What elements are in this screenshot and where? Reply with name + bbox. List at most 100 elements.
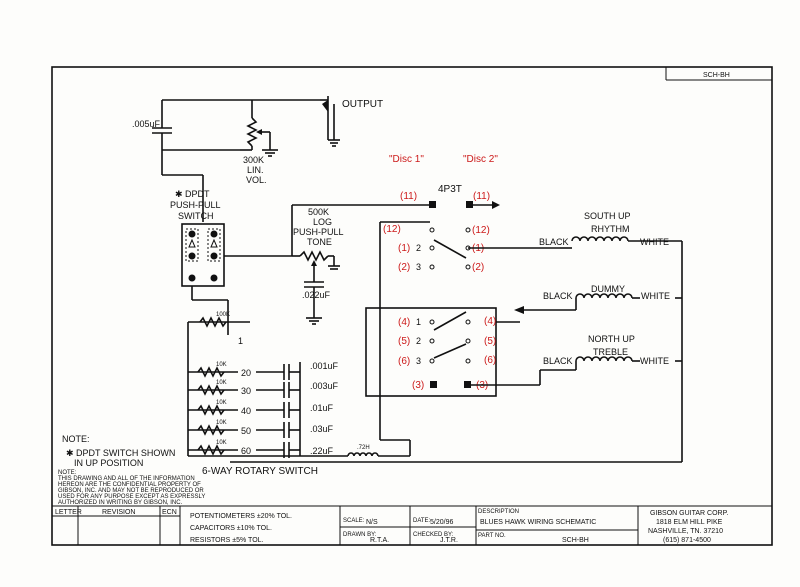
date-value: 5/20/96 — [430, 519, 453, 526]
note-title: NOTE: — [62, 434, 90, 444]
right-num-12: (12) — [472, 225, 490, 236]
dummy-black-label: BLACK — [543, 291, 573, 301]
rotary-row-3: 10K 40 .01uF — [188, 400, 334, 418]
letter-header: LETTER — [55, 509, 82, 516]
four-pole-switch: 4P3T "Disc 1" "Disc 2" (11) (11) (12) (1… — [365, 154, 560, 456]
right-num-4: (4) — [484, 316, 496, 327]
dpdt-label-3: SWITCH — [178, 211, 214, 221]
rotary-switch-label: 6-WAY ROTARY SWITCH — [202, 466, 318, 477]
left-num-12: (12) — [383, 224, 401, 235]
legal-line5: USED FOR ANY PURPOSE EXCEPT AS EXPRESSLY — [58, 494, 205, 500]
north-up-label: NORTH UP — [588, 334, 635, 344]
dummy-white-label: WHITE — [641, 291, 670, 301]
left-num-5: (5) — [398, 336, 410, 347]
output-label: OUTPUT — [342, 99, 383, 110]
left-num-3: (3) — [412, 380, 424, 391]
left-num-2: (2) — [398, 262, 410, 273]
tone-value: 500K — [308, 207, 329, 217]
rotary-cap-1: .001uF — [310, 361, 339, 371]
rotary-row-1: 10K 20 .001uF — [188, 361, 339, 380]
rotary-pos-20: 20 — [241, 368, 251, 378]
company-name: GIBSON GUITAR CORP. — [650, 510, 728, 517]
volume-pot — [246, 117, 258, 147]
scale-label: SCALE: — [343, 518, 365, 524]
cap-005-label: .005uF — [132, 119, 161, 129]
volume-section: .005uF 300K LIN. VOL. OUTPUT — [132, 96, 383, 222]
inductor-coil — [347, 452, 379, 457]
tol-capacitors: CAPACITORS ±10% TOL. — [190, 525, 272, 532]
rhythm-label: RHYTHM — [591, 224, 630, 234]
disc1-label: "Disc 1" — [389, 154, 424, 165]
rotary-pos-60: 60 — [241, 446, 251, 456]
pos-2-lower: 2 — [416, 336, 421, 346]
tone-pushpull: PUSH-PULL — [293, 227, 344, 237]
rotary-pos-1: 1 — [238, 336, 243, 346]
tone-pot — [299, 250, 329, 262]
drawing-number-top: SCH-BH — [703, 72, 730, 79]
drawn-value: R.T.A. — [370, 537, 389, 544]
rotary-res-4: 10K — [216, 420, 227, 426]
treble-black-label: BLACK — [543, 356, 573, 366]
rotary-pos-50: 50 — [241, 426, 251, 436]
part-label: PART NO. — [478, 533, 506, 539]
tone-name: TONE — [307, 237, 332, 247]
tol-potentiometers: POTENTIOMETERS ±20% TOL. — [190, 513, 292, 520]
right-num-2: (2) — [472, 262, 484, 273]
ecn-header: ECN — [162, 509, 177, 516]
company-city: NASHVILLE, TN. 37210 — [648, 528, 723, 535]
description-value: BLUES HAWK WIRING SCHEMATIC — [480, 519, 596, 526]
tone-cap-label: .022uF — [302, 290, 331, 300]
rotary-res-5: 10K — [216, 440, 227, 446]
rotary-switch: 100K 1 10K 20 .001uF 10K 30 .003uF 10K — [187, 312, 682, 477]
rotary-cap-5: .22uF — [310, 446, 334, 456]
dpdt-label-2: PUSH-PULL — [170, 200, 221, 210]
rotary-pos-30: 30 — [241, 386, 251, 396]
note1-line2: IN UP POSITION — [74, 458, 143, 468]
rhythm-black-label: BLACK — [539, 237, 569, 247]
dpdt-label-1: ✱ DPDT — [175, 189, 210, 199]
pos-1-lower: 1 — [416, 317, 421, 327]
rotary-res-2: 10K — [216, 380, 227, 386]
dpdt-switch: ✱ DPDT PUSH-PULL SWITCH — [170, 189, 292, 335]
notes-block: NOTE: ✱ DPDT SWITCH SHOWN IN UP POSITION… — [58, 434, 205, 506]
right-num-11: (11) — [473, 191, 490, 202]
company-address: 1818 ELM HILL PIKE — [656, 519, 723, 526]
description-label: DESCRIPTION — [478, 509, 519, 515]
rhythm-coil — [571, 236, 629, 242]
rhythm-white-label: WHITE — [640, 237, 669, 247]
rotary-res-3: 10K — [216, 400, 227, 406]
tone-type: LOG — [313, 217, 332, 227]
rotary-res-1: 10K — [216, 362, 227, 368]
right-num-6: (6) — [484, 355, 496, 366]
legal-line4: GIBSON, INC. AND MAY NOT BE REPRODUCED O… — [58, 488, 204, 494]
part-value: SCH-BH — [562, 537, 589, 544]
switch-4p3t-label: 4P3T — [438, 184, 462, 195]
title-block: LETTER REVISION ECN POTENTIOMETERS ±20% … — [52, 505, 772, 545]
tone-section: 500K LOG PUSH-PULL TONE .022uF — [291, 204, 430, 325]
dummy-coil — [575, 293, 633, 299]
date-label: DATE: — [413, 518, 431, 524]
left-num-11: (11) — [400, 191, 417, 202]
rotary-res-100k: 100K — [216, 312, 230, 318]
company-phone: (615) 871-4500 — [663, 537, 711, 544]
rotary-row-2: 10K 30 .003uF — [188, 380, 339, 398]
pos-3-upper: 3 — [416, 262, 421, 272]
left-num-1: (1) — [398, 243, 410, 254]
left-num-4: (4) — [398, 317, 410, 328]
revision-header: REVISION — [102, 509, 135, 516]
pickups: SOUTH UP RHYTHM BLACK WHITE DUMMY BLACK … — [496, 211, 683, 462]
legal-line6: AUTHORIZED IN WRITING BY GIBSON, INC. — [58, 500, 183, 506]
right-num-5: (5) — [484, 336, 496, 347]
drawing-border — [51, 66, 773, 546]
legal-line1: NOTE: — [58, 470, 77, 476]
checked-label: CHECKED BY: — [413, 532, 454, 538]
left-num-6: (6) — [398, 356, 410, 367]
rotary-cap-3: .01uF — [310, 403, 334, 413]
note1-line1: ✱ DPDT SWITCH SHOWN — [66, 448, 175, 458]
rotary-cap-2: .003uF — [310, 381, 339, 391]
treble-white-label: WHITE — [640, 356, 669, 366]
treble-coil — [575, 356, 633, 362]
tol-resistors: RESISTORS ±5% TOL. — [190, 537, 264, 544]
vol-value: 300K — [243, 155, 264, 165]
